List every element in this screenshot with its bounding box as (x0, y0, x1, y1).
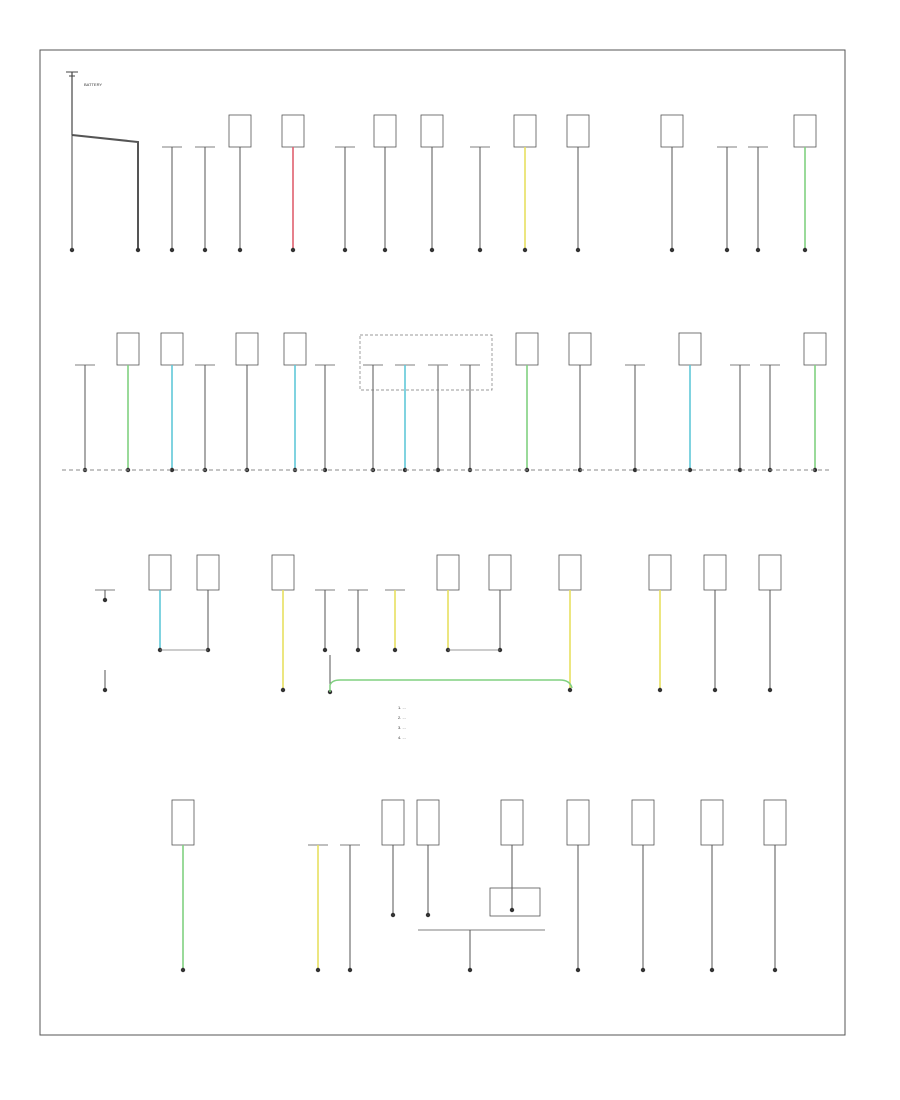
component-r2-5-box (283, 332, 307, 366)
component-r4-7-box (631, 799, 655, 846)
ground-point (392, 647, 398, 653)
splice-bus-row-3 (329, 679, 573, 692)
ground-point (342, 247, 348, 253)
component-r3-12-box (758, 554, 782, 591)
ground-point (477, 247, 483, 253)
ground-point (280, 687, 286, 693)
ground-point (102, 597, 108, 603)
component-r2-17-box (803, 332, 827, 366)
ground-point (347, 967, 353, 973)
component-r2-1-box (116, 332, 140, 366)
component-r4-0-box (171, 799, 195, 846)
component-r2-12-box (568, 332, 592, 366)
ground-point (202, 247, 208, 253)
ground-point (180, 967, 186, 973)
component-r4-4-box (416, 799, 440, 846)
component-r2-4-box (235, 332, 259, 366)
ground-point (522, 247, 528, 253)
notes-block: 1. ... 2. ... 3. ... 4. ... (398, 705, 406, 740)
component-r1-8-box (513, 114, 537, 148)
ground-point (382, 247, 388, 253)
battery-label: BATTERY (84, 82, 102, 87)
note-4: 4. ... (398, 735, 406, 740)
component-r2-2-box (160, 332, 184, 366)
component-r1-5-box (373, 114, 397, 148)
ground-point (290, 247, 296, 253)
ground-point (567, 687, 573, 693)
diagram-border (39, 49, 846, 1036)
component-r3-1-box (148, 554, 172, 591)
ground-point (315, 967, 321, 973)
battery-symbol: BATTERY (66, 71, 139, 250)
component-r3-8-box (488, 554, 512, 591)
component-r1-6-box (420, 114, 444, 148)
ground-point (135, 247, 141, 253)
component-r2-14-box (678, 332, 702, 366)
note-3: 3. ... (398, 725, 406, 730)
component-r3-3-box (271, 554, 295, 591)
ground-point (669, 247, 675, 253)
note-1: 1. ... (398, 705, 406, 710)
ground-point (632, 467, 638, 473)
ground-point (724, 247, 730, 253)
component-r3-2-box (196, 554, 220, 591)
component-r3-9-box (558, 554, 582, 591)
ground-point (737, 467, 743, 473)
relay-box (489, 887, 541, 917)
ground-point (467, 967, 473, 973)
component-r1-2-box (228, 114, 252, 148)
component-r4-8-box (700, 799, 724, 846)
ground-point (390, 912, 396, 918)
control-module-outline (359, 334, 493, 391)
component-r4-9-box (763, 799, 787, 846)
ground-point (712, 687, 718, 693)
component-r1-9-box (566, 114, 590, 148)
component-r2-11-box (515, 332, 539, 366)
ground-point (322, 647, 328, 653)
component-r3-10-box (648, 554, 672, 591)
component-r1-13-box (793, 114, 817, 148)
ground-point (435, 467, 441, 473)
ground-point (509, 907, 515, 913)
ground-point (687, 467, 693, 473)
ground-point (767, 687, 773, 693)
ground-point (429, 247, 435, 253)
ground-point (575, 967, 581, 973)
diagram-content (69, 114, 827, 973)
ground-point (755, 247, 761, 253)
component-r1-3-box (281, 114, 305, 148)
component-r4-5-box (500, 799, 524, 846)
component-r3-11-box (703, 554, 727, 591)
note-2: 2. ... (398, 715, 406, 720)
ground-point (169, 467, 175, 473)
ground-point (102, 687, 108, 693)
ground-point (355, 647, 361, 653)
component-r1-10-box (660, 114, 684, 148)
ground-point (237, 247, 243, 253)
ground-point (169, 247, 175, 253)
component-r4-3-box (381, 799, 405, 846)
ground-point (772, 967, 778, 973)
component-r3-7-box (436, 554, 460, 591)
component-r4-6-box (566, 799, 590, 846)
ground-point (575, 247, 581, 253)
ground-point (425, 912, 431, 918)
ground-point (802, 247, 808, 253)
ground-point (657, 687, 663, 693)
ground-point (709, 967, 715, 973)
ground-point (640, 967, 646, 973)
